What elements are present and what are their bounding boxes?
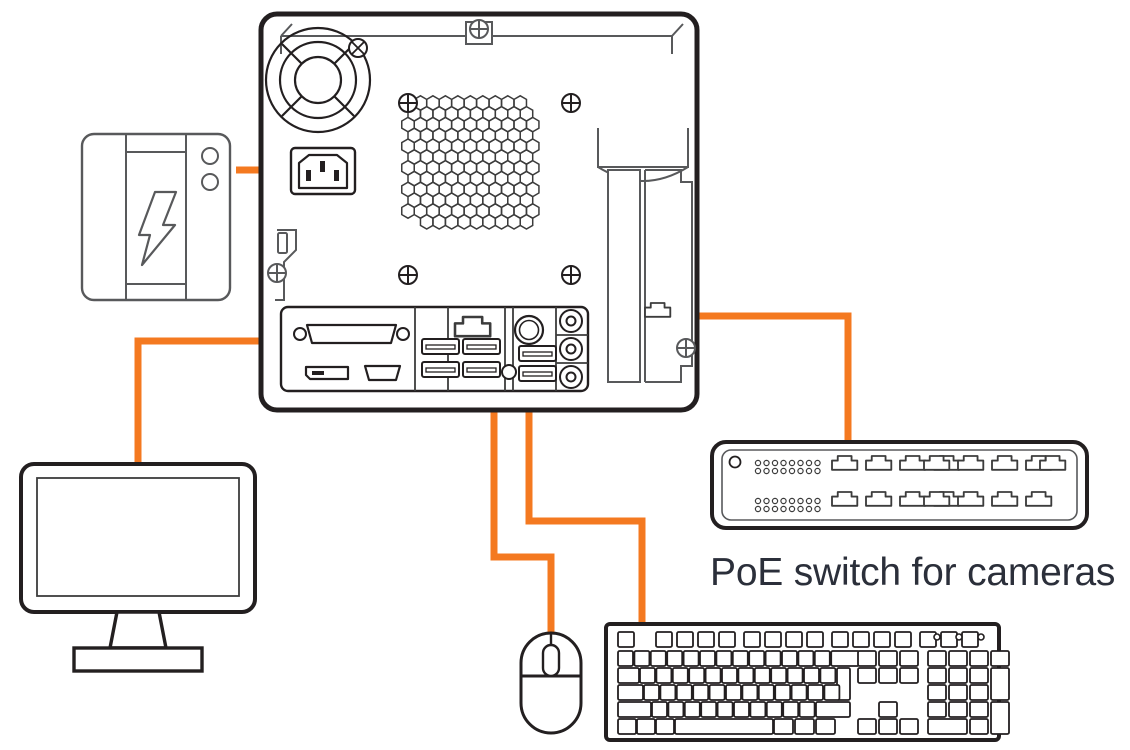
audio-jack-2[interactable] xyxy=(559,337,583,361)
expansion-card-bay xyxy=(597,128,696,383)
usb-port-a1[interactable] xyxy=(421,338,460,355)
usb-port-b1[interactable] xyxy=(462,338,501,355)
screw-top xyxy=(469,19,489,39)
audio-jack-3[interactable] xyxy=(559,365,583,389)
keyboard[interactable] xyxy=(604,622,1010,742)
ups-power-supply[interactable] xyxy=(80,132,232,302)
usb-port-a2[interactable] xyxy=(421,361,460,378)
monitor-stand-base xyxy=(72,646,204,673)
vent-screws xyxy=(398,93,581,285)
ps2-port[interactable] xyxy=(513,314,545,346)
c14-power-inlet[interactable] xyxy=(289,146,357,196)
poe-switch-label: PoE switch for cameras xyxy=(710,551,1116,594)
ups-indicator-2 xyxy=(201,173,219,191)
io-small-hole xyxy=(501,364,517,380)
hdmi-port[interactable] xyxy=(363,364,402,382)
usb-port-c2[interactable] xyxy=(518,365,557,382)
lightning-bolt-icon xyxy=(137,190,178,267)
poe-network-switch[interactable] xyxy=(710,440,1089,530)
network-cable-pc-to-switch xyxy=(663,312,852,444)
honeycomb-vent xyxy=(401,94,540,230)
vga-port[interactable] xyxy=(293,323,410,345)
monitor-stand-neck xyxy=(108,610,168,650)
mouse-scroll-wheel[interactable] xyxy=(541,643,561,678)
screw-left-mid xyxy=(267,263,287,283)
switch-power-led xyxy=(728,455,742,469)
usb-cable-pc-to-mouse xyxy=(490,351,555,634)
keyboard-leds xyxy=(933,633,985,641)
mouse[interactable] xyxy=(519,631,583,735)
usb-port-c1[interactable] xyxy=(518,345,557,362)
fan-screw-icon xyxy=(348,38,368,58)
displayport-port[interactable] xyxy=(304,365,350,381)
monitor[interactable] xyxy=(19,462,257,673)
fan-grille xyxy=(264,26,372,134)
screw-card-bay xyxy=(676,338,696,358)
audio-jack-1[interactable] xyxy=(559,309,583,333)
usb-cable-pc-to-keyboard xyxy=(525,392,646,625)
monitor-screen xyxy=(36,477,240,597)
ups-indicator-1 xyxy=(201,147,219,165)
desktop-pc-rear-panel[interactable] xyxy=(258,11,700,413)
usb-port-b2[interactable] xyxy=(462,361,501,378)
io-panel xyxy=(279,305,590,393)
